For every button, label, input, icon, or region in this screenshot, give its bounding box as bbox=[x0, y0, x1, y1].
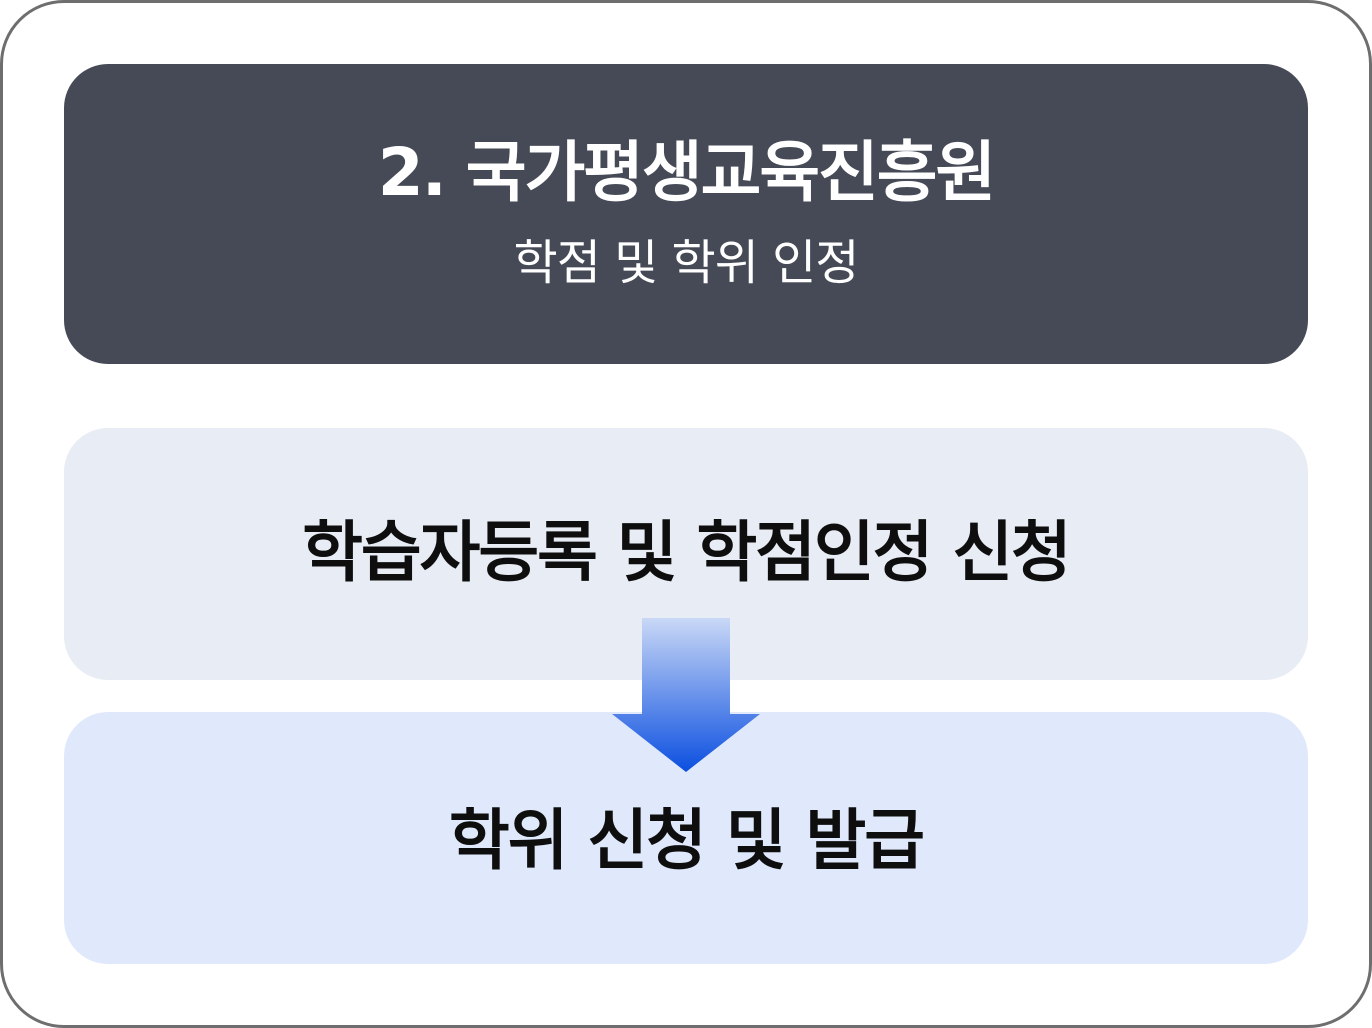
header-box bbox=[64, 64, 1308, 364]
header-subtitle: 학점 및 학위 인정 bbox=[513, 235, 860, 291]
arrow-down-icon bbox=[612, 618, 760, 772]
header-title: 2. 국가평생교육진흥원 bbox=[377, 134, 996, 211]
step-label-degree: 학위 신청 및 발급 bbox=[449, 802, 925, 879]
step-label-registration: 학습자등록 및 학점인정 신청 bbox=[302, 514, 1072, 591]
